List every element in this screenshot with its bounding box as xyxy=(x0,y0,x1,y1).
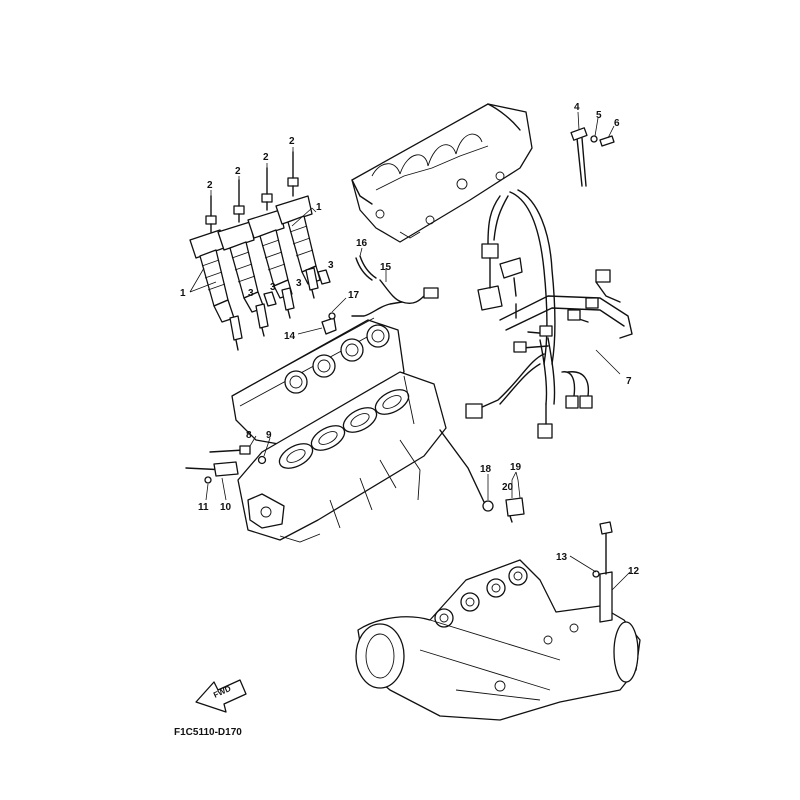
callout-1-upper: 1 xyxy=(316,202,322,213)
callout-2-d: 2 xyxy=(289,136,295,147)
callout-5: 5 xyxy=(596,110,602,121)
callout-2-c: 2 xyxy=(263,152,269,163)
callout-4: 4 xyxy=(574,102,580,113)
callout-13: 13 xyxy=(556,552,568,563)
callout-8: 8 xyxy=(246,430,252,441)
callout-2-b: 2 xyxy=(235,166,241,177)
wire-harness xyxy=(465,189,633,439)
callout-3-a: 3 xyxy=(248,288,254,299)
callout-6: 6 xyxy=(614,118,620,129)
callout-18: 18 xyxy=(480,464,492,475)
sensors-and-fittings xyxy=(185,255,525,523)
callout-labels: 1 1 2 2 2 2 3 3 3 3 4 5 6 7 8 9 10 11 12… xyxy=(180,102,640,577)
spark-plugs xyxy=(229,267,331,351)
callout-12: 12 xyxy=(628,566,640,577)
callout-7: 7 xyxy=(626,376,632,387)
engine-block xyxy=(231,317,447,543)
callout-16: 16 xyxy=(356,238,368,249)
harness-bolt-set xyxy=(570,127,615,187)
callout-17: 17 xyxy=(348,290,360,301)
callout-2-a: 2 xyxy=(207,180,213,191)
callout-20: 20 xyxy=(502,482,514,493)
callout-15: 15 xyxy=(380,262,392,273)
callout-3-b: 3 xyxy=(270,282,276,293)
callout-3-d: 3 xyxy=(328,260,334,271)
callout-9: 9 xyxy=(266,430,272,441)
intake-manifold xyxy=(351,103,533,243)
callout-10: 10 xyxy=(220,502,232,513)
callout-11: 11 xyxy=(198,502,209,513)
ignition-coils xyxy=(189,195,321,323)
callout-14: 14 xyxy=(284,331,296,342)
fwd-arrow-icon: FWD xyxy=(195,679,247,713)
coil-bolts xyxy=(205,151,299,233)
leader-lines xyxy=(189,111,631,591)
exhaust-manifold xyxy=(355,521,641,721)
callout-19: 19 xyxy=(510,462,522,473)
diagram-code: F1C5110-D170 xyxy=(174,727,242,738)
callout-3-c: 3 xyxy=(296,278,302,289)
callout-1-lower: 1 xyxy=(180,288,186,299)
